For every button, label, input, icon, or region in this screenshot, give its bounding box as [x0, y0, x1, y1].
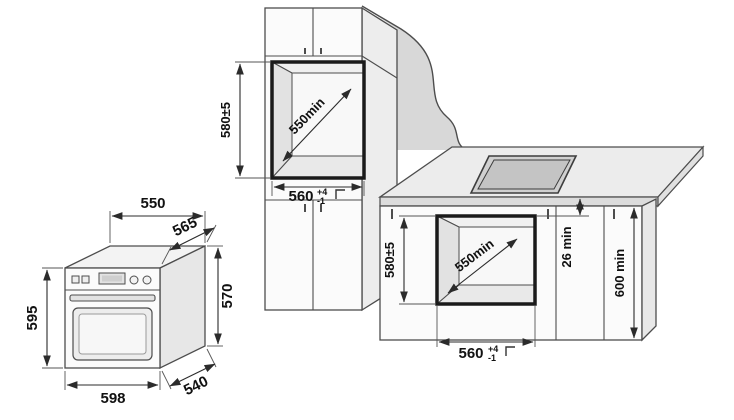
oven-button — [81, 275, 90, 284]
countertop-right-edge — [657, 145, 704, 208]
niche-frame — [435, 214, 537, 306]
dim-label-oven-top-depth: 565 — [170, 214, 200, 240]
niche-depth-arrow — [282, 88, 352, 162]
hob-cutout-inner — [477, 159, 571, 190]
dim-oven-height-left: 595 — [24, 267, 63, 369]
oven-door-handle — [69, 294, 156, 302]
oven-door-window — [78, 313, 147, 355]
corner-bracket-icon — [505, 346, 515, 356]
extension-line — [161, 246, 172, 265]
dim-label-oven-height-right: 570 — [219, 283, 236, 308]
dimension-arrow — [169, 363, 216, 387]
dim-label-tall-niche-width-sub: -1 — [317, 196, 325, 206]
dim-label-tall-niche-height: 580±5 — [218, 102, 233, 138]
oven-button — [71, 275, 80, 284]
dim-label-base-niche-width-sub: -1 — [488, 353, 496, 363]
dim-label-top-clearance: 26 min — [559, 226, 574, 267]
dim-label-oven-width-bottom: 598 — [100, 390, 125, 407]
oven-display-screen — [102, 275, 122, 282]
dimension-arrow — [169, 227, 215, 251]
dim-base-niche-top-clearance: 26 min — [537, 198, 589, 268]
dim-label-base-niche-width: 560 — [458, 345, 483, 362]
dim-base-niche-height: 580±5 — [382, 215, 435, 305]
niche-frame — [270, 60, 366, 180]
dim-tall-niche-width: 560 +4 -1 — [271, 181, 365, 206]
wall-edge — [361, 5, 467, 151]
extension-line — [206, 224, 217, 243]
dim-label-base-niche-height: 580±5 — [382, 242, 397, 278]
dim-worktop-height: 600 min — [612, 207, 638, 339]
countertop-front-edge — [379, 196, 659, 207]
oven-knob — [142, 275, 152, 285]
dim-label-base-niche-width-sup: +4 — [488, 344, 498, 354]
base-cabinet-niche: 550min — [435, 214, 537, 306]
wall-cutaway — [361, 5, 467, 151]
dim-label-oven-height-left: 595 — [24, 305, 41, 330]
dim-label-worktop-height: 600 min — [612, 249, 627, 297]
oven-side-face — [159, 244, 206, 370]
corner-bracket-icon — [335, 189, 345, 199]
hob-cutout — [469, 155, 578, 194]
dim-label-tall-niche-width-sup: +4 — [317, 187, 327, 197]
oven-view — [64, 244, 206, 370]
cupboard-side-bottom-edge — [361, 55, 398, 79]
dim-label-tall-niche-width: 560 — [288, 188, 313, 205]
oven-knob — [129, 275, 139, 285]
tall-cabinet-niche: 550min — [270, 60, 366, 180]
dim-oven-width-bottom: 598 — [64, 371, 161, 407]
wall-fill — [362, 6, 466, 150]
dim-label-oven-top-width: 550 — [140, 195, 165, 212]
dim-tall-niche-height: 580±5 — [218, 61, 270, 179]
base-cabinet-side — [641, 197, 657, 342]
extension-line — [161, 370, 172, 390]
niche-depth-arrow — [447, 238, 518, 294]
dim-label-oven-depth-bottom: 540 — [181, 373, 211, 399]
dim-base-niche-width: 560 +4 -1 — [436, 306, 536, 363]
dim-oven-height-right: 570 — [207, 245, 236, 347]
